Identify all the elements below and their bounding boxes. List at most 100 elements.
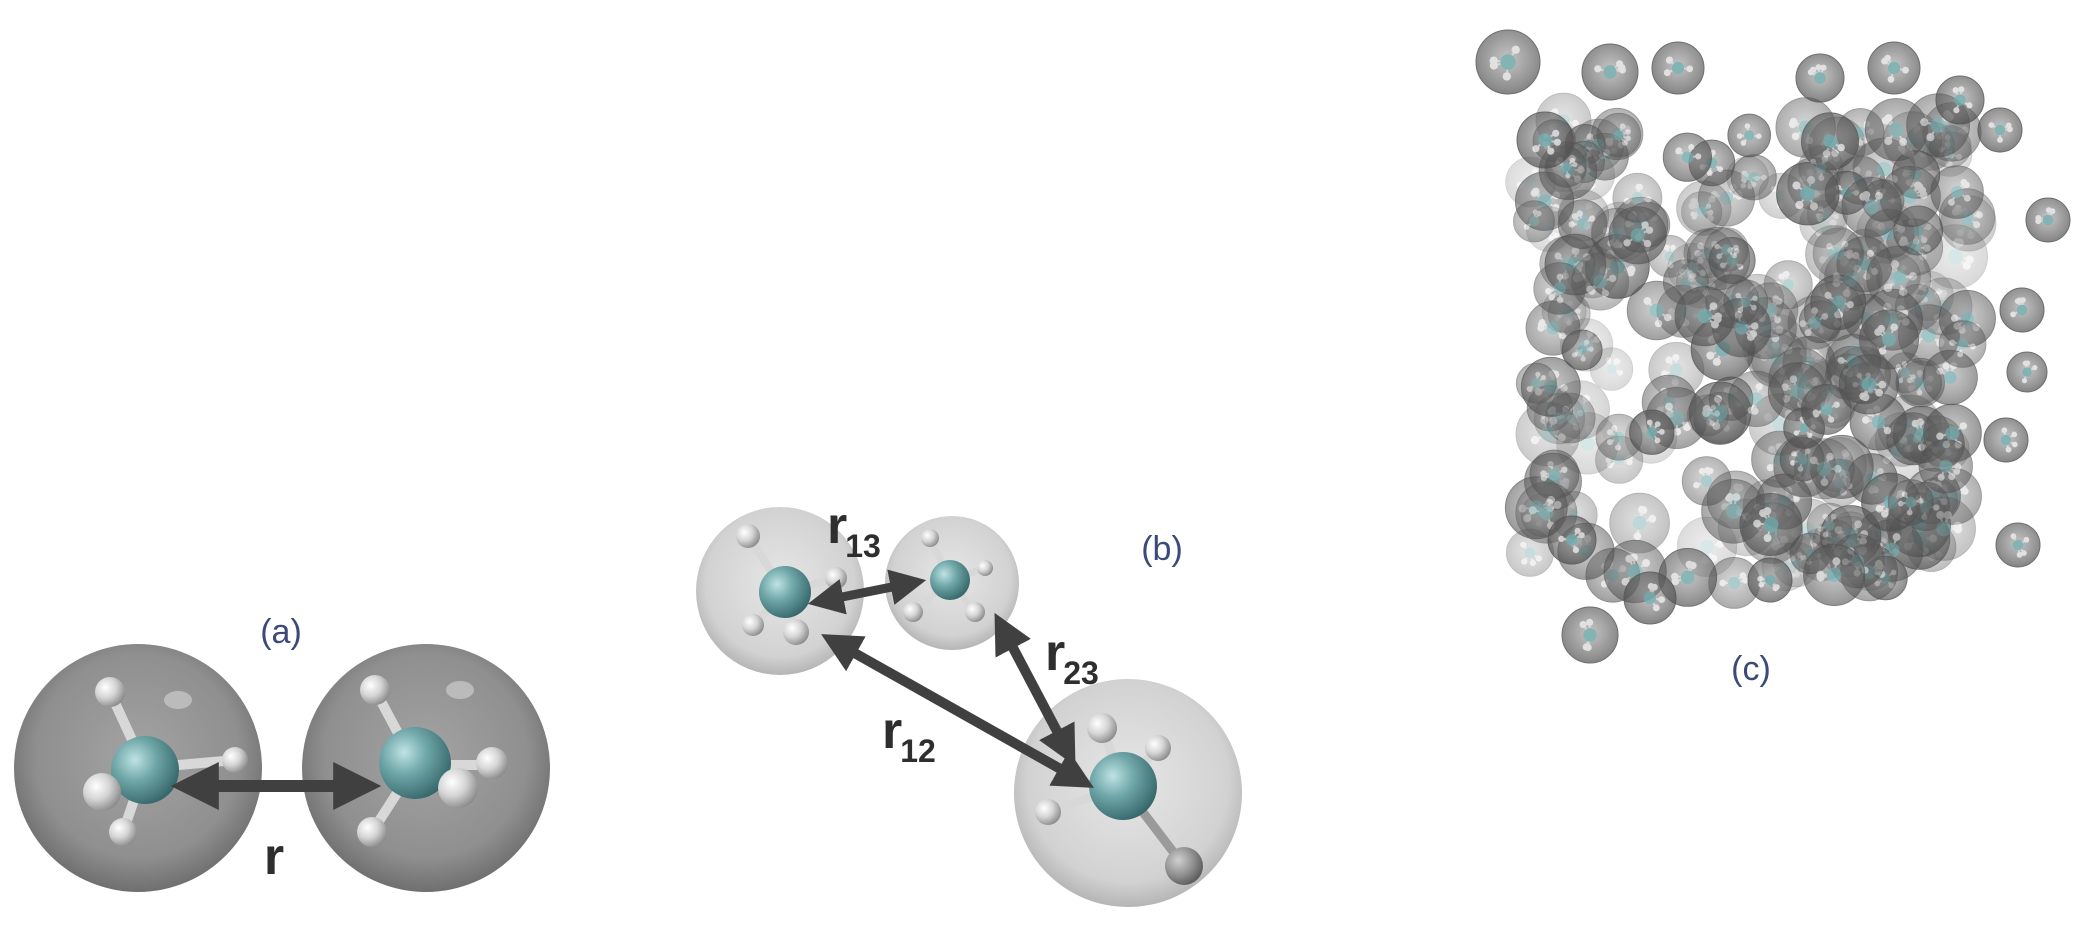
cluster-molecule <box>1798 145 1844 191</box>
cluster-molecule <box>1938 320 1987 368</box>
cluster-molecule <box>1935 75 1985 125</box>
cluster-molecule <box>1803 543 1866 607</box>
cluster-molecule <box>1887 479 1934 526</box>
cluster-molecule <box>1867 41 1921 95</box>
cluster-molecule <box>1516 111 1574 169</box>
cluster-molecule <box>1581 43 1639 101</box>
panel-label-c: (c) <box>1731 650 1771 688</box>
cluster-molecule <box>1787 295 1842 350</box>
cluster-molecule <box>1918 439 1973 494</box>
double-arrow-icon <box>994 612 1076 767</box>
hydrogen-atom <box>95 677 125 707</box>
hydrogen-atom <box>825 567 847 589</box>
panel-a: r (a) <box>14 613 550 892</box>
shell-highlight <box>164 691 192 709</box>
hydrogen-atom <box>742 614 764 636</box>
hydrogen-atom <box>357 817 387 847</box>
cluster-molecule <box>1547 515 1597 565</box>
shell-highlight <box>446 681 474 699</box>
carbon-atom <box>930 560 970 600</box>
cluster-molecule <box>1686 394 1730 437</box>
panel-label-b: (b) <box>1141 530 1183 568</box>
cluster-molecule <box>1612 172 1663 223</box>
cluster-molecule <box>1515 401 1581 467</box>
hydrogen-atom <box>438 768 478 808</box>
cluster-molecule <box>1903 270 1954 321</box>
cluster-molecule <box>1626 280 1687 341</box>
cluster-molecule <box>1596 112 1642 158</box>
hydrogen-atom <box>965 602 985 622</box>
cluster-molecule <box>1726 156 1769 199</box>
molecular-cluster <box>1475 29 2071 664</box>
cluster-molecule <box>1995 522 2041 568</box>
cluster-molecule <box>1651 41 1705 95</box>
molecule-a-right <box>302 644 550 892</box>
panel-label-a: (a) <box>260 613 302 651</box>
cluster-molecule <box>1983 417 2029 463</box>
carbon-atom <box>1089 752 1157 820</box>
distance-label-r23: r23 <box>1045 624 1099 691</box>
hydrogen-atom <box>783 619 809 645</box>
double-arrow-icon <box>807 569 927 615</box>
cluster-molecule <box>1930 165 1984 219</box>
cluster-molecule <box>1515 362 1557 404</box>
cluster-molecule <box>1841 177 1902 238</box>
cluster-molecule <box>1629 409 1675 455</box>
hydrogen-atom <box>109 818 137 846</box>
cluster-molecule <box>1681 456 1732 506</box>
cluster-molecule <box>1475 29 1541 95</box>
cluster-molecule <box>1923 224 1988 290</box>
cluster-molecule <box>1589 347 1634 391</box>
carbon-atom <box>111 736 179 804</box>
cluster-molecule <box>1674 286 1735 347</box>
cluster-molecule <box>1838 354 1900 415</box>
carbon-atom <box>379 727 451 799</box>
cluster-molecule <box>1561 606 1619 664</box>
panel-c: (c) <box>1475 29 2071 688</box>
cluster-molecule <box>1818 249 1881 311</box>
hydrogen-atom <box>977 560 993 576</box>
carbon-atom <box>759 566 811 618</box>
hydrogen-atom <box>903 602 923 622</box>
panel-b: r13 r23 r12 (b) <box>696 497 1242 907</box>
cluster-molecule <box>1806 193 1849 235</box>
cluster-molecule <box>1801 384 1852 435</box>
cluster-molecule <box>1739 493 1803 556</box>
cluster-molecule <box>1793 438 1855 500</box>
cluster-molecule <box>1727 113 1771 158</box>
cluster-molecule <box>1977 107 2023 153</box>
cluster-molecule <box>1513 200 1555 243</box>
cluster-molecule <box>1609 492 1670 554</box>
cluster-molecule <box>1708 557 1761 609</box>
molecule-a-left <box>14 644 262 892</box>
cluster-molecule <box>1557 199 1608 249</box>
cluster-molecule <box>1623 571 1677 625</box>
cluster-molecule <box>2006 351 2048 393</box>
cluster-molecule <box>1723 279 1769 325</box>
hydrogen-atom <box>1145 735 1171 761</box>
hydrogen-atom <box>83 773 121 811</box>
cluster-molecule <box>1662 132 1713 182</box>
cluster-molecule <box>1806 502 1853 549</box>
distance-label-r12: r12 <box>882 702 936 769</box>
hydrogen-atom <box>476 747 508 779</box>
hydrogen-atom <box>360 675 390 705</box>
cluster-molecule <box>1681 191 1723 233</box>
hydrogen-atom <box>1087 713 1117 743</box>
cluster-molecule <box>1667 243 1718 294</box>
hydrogen-atom <box>222 747 248 773</box>
distance-label-r13: r13 <box>827 497 881 564</box>
cluster-molecule <box>1571 252 1630 311</box>
cluster-molecule <box>1533 262 1586 315</box>
hydrogen-atom <box>1035 799 1061 825</box>
distance-label-r: r <box>264 828 284 886</box>
cluster-molecule <box>1795 53 1845 103</box>
hydrogen-atom <box>921 529 939 547</box>
hydrogen-atom <box>736 524 760 548</box>
cluster-molecule <box>1747 557 1793 603</box>
cluster-molecule <box>1704 227 1749 272</box>
cluster-molecule <box>1728 370 1785 427</box>
cluster-molecule <box>1999 287 2045 333</box>
cluster-molecule <box>2025 197 2071 243</box>
